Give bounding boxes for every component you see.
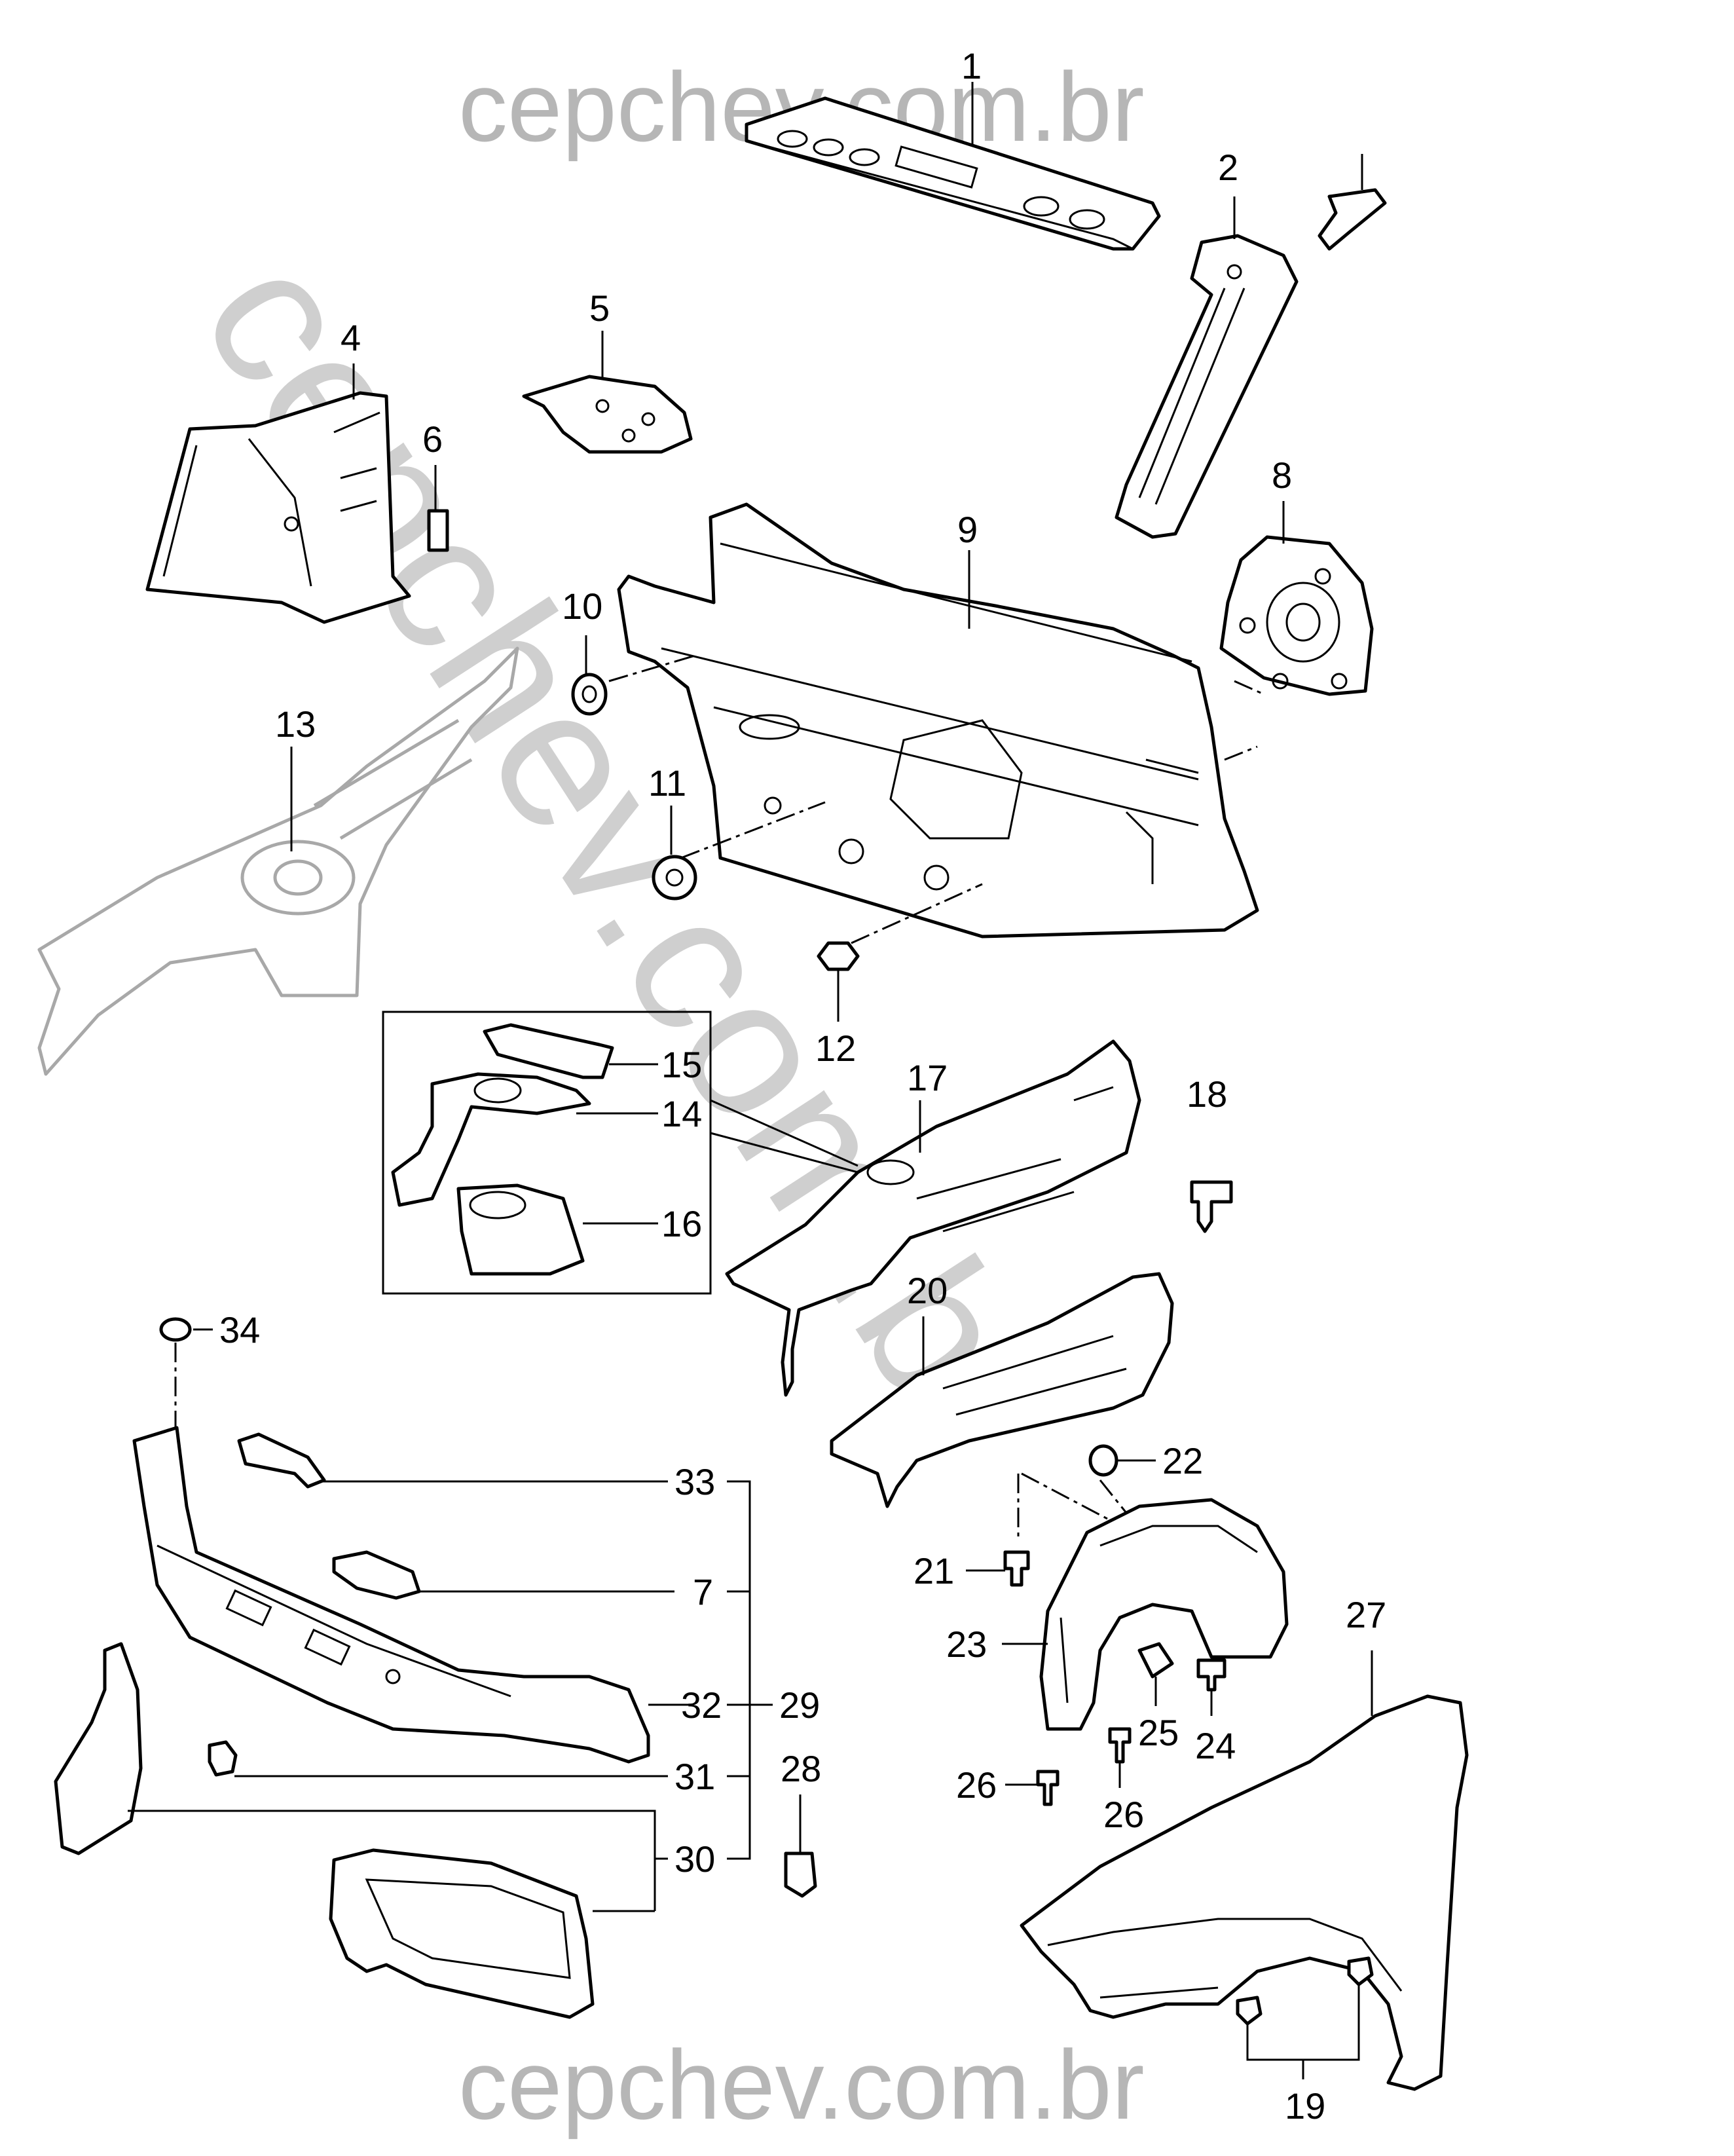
inset-box (382, 1011, 712, 1295)
part-14-upper-mount[interactable] (391, 1072, 591, 1207)
callout-17: 17 (907, 1057, 948, 1098)
callout-5: 5 (589, 288, 610, 329)
callout-16: 16 (661, 1203, 702, 1244)
part-15-bracket[interactable] (483, 1023, 614, 1079)
part-small-bracket[interactable] (1318, 188, 1387, 251)
part-20-lower-rail[interactable] (830, 1272, 1174, 1508)
watermark-bottom: cepchev.com.br (458, 2030, 1145, 2140)
callout-4: 4 (341, 317, 361, 358)
callout-27: 27 (1346, 1594, 1386, 1635)
callout-34: 34 (219, 1309, 260, 1350)
callout-6: 6 (422, 418, 443, 460)
part-31-clip[interactable] (208, 1740, 238, 1777)
part-27-fender[interactable] (1020, 1694, 1469, 2091)
callout-14: 14 (661, 1093, 702, 1134)
part-26-screw-b[interactable] (1036, 1770, 1060, 1806)
callout-22: 22 (1162, 1440, 1203, 1481)
part-12-nut[interactable] (817, 941, 860, 971)
callout-15: 15 (661, 1044, 702, 1085)
callout-13: 13 (275, 703, 316, 745)
callout-28: 28 (781, 1748, 821, 1789)
part-18-push-clip[interactable] (1190, 1180, 1233, 1233)
callout-1: 1 (961, 45, 982, 86)
callout-10: 10 (562, 585, 602, 627)
callout-25: 25 (1138, 1712, 1179, 1753)
part-17-front-rail[interactable] (725, 1039, 1141, 1397)
part-1-cowl-panel[interactable] (745, 96, 1161, 251)
part-30-side-bracket[interactable] (54, 1642, 143, 1855)
callout-2: 2 (1218, 147, 1238, 188)
callout-8: 8 (1272, 455, 1292, 496)
part-19-screws[interactable] (1236, 1956, 1374, 2026)
part-2-a-pillar[interactable] (1115, 234, 1299, 539)
callout-9: 9 (957, 509, 978, 550)
part-9-firewall[interactable] (617, 502, 1259, 939)
part-7-plate[interactable] (332, 1550, 421, 1600)
part-11-grommet[interactable] (652, 855, 697, 901)
callout-18: 18 (1187, 1073, 1227, 1115)
callout-24: 24 (1195, 1725, 1236, 1766)
part-28-clip[interactable] (784, 1851, 817, 1898)
part-21-bolt[interactable] (1003, 1550, 1030, 1587)
callout-11: 11 (648, 762, 686, 804)
part-10-grommet[interactable] (571, 673, 608, 716)
part-6-clip[interactable] (427, 509, 449, 552)
callout-12: 12 (815, 1028, 856, 1069)
callout-23: 23 (946, 1624, 987, 1665)
callout-31: 31 (674, 1756, 715, 1797)
part-5-plate[interactable] (522, 375, 693, 454)
part-34-cap[interactable] (159, 1317, 192, 1342)
part-4-side-panel[interactable] (145, 391, 411, 624)
callout-7: 7 (693, 1571, 713, 1612)
part-25-clip[interactable] (1137, 1642, 1174, 1679)
part-33-bracket[interactable] (237, 1432, 326, 1489)
part-30-lower-panel[interactable] (329, 1848, 595, 2019)
callout-29: 29 (779, 1684, 820, 1726)
part-26-screw-a[interactable] (1108, 1727, 1132, 1764)
callout-33: 33 (674, 1461, 715, 1502)
part-16-lower-mount[interactable] (456, 1183, 585, 1276)
part-24-push-clip[interactable] (1196, 1658, 1227, 1692)
part-13-side-member[interactable] (37, 646, 519, 1076)
callout-26-a: 26 (956, 1764, 997, 1806)
callout-32: 32 (681, 1684, 722, 1726)
callout-30: 30 (674, 1838, 715, 1880)
callout-21: 21 (913, 1550, 954, 1591)
callout-19: 19 (1285, 2085, 1325, 2127)
part-23-wheelhouse[interactable] (1039, 1498, 1289, 1731)
callout-20: 20 (907, 1270, 948, 1311)
callout-26-b: 26 (1103, 1794, 1144, 1835)
part-22-nut[interactable] (1088, 1444, 1118, 1477)
part-32-crossmember[interactable] (132, 1426, 650, 1764)
part-8-strut-mount[interactable] (1219, 535, 1374, 696)
